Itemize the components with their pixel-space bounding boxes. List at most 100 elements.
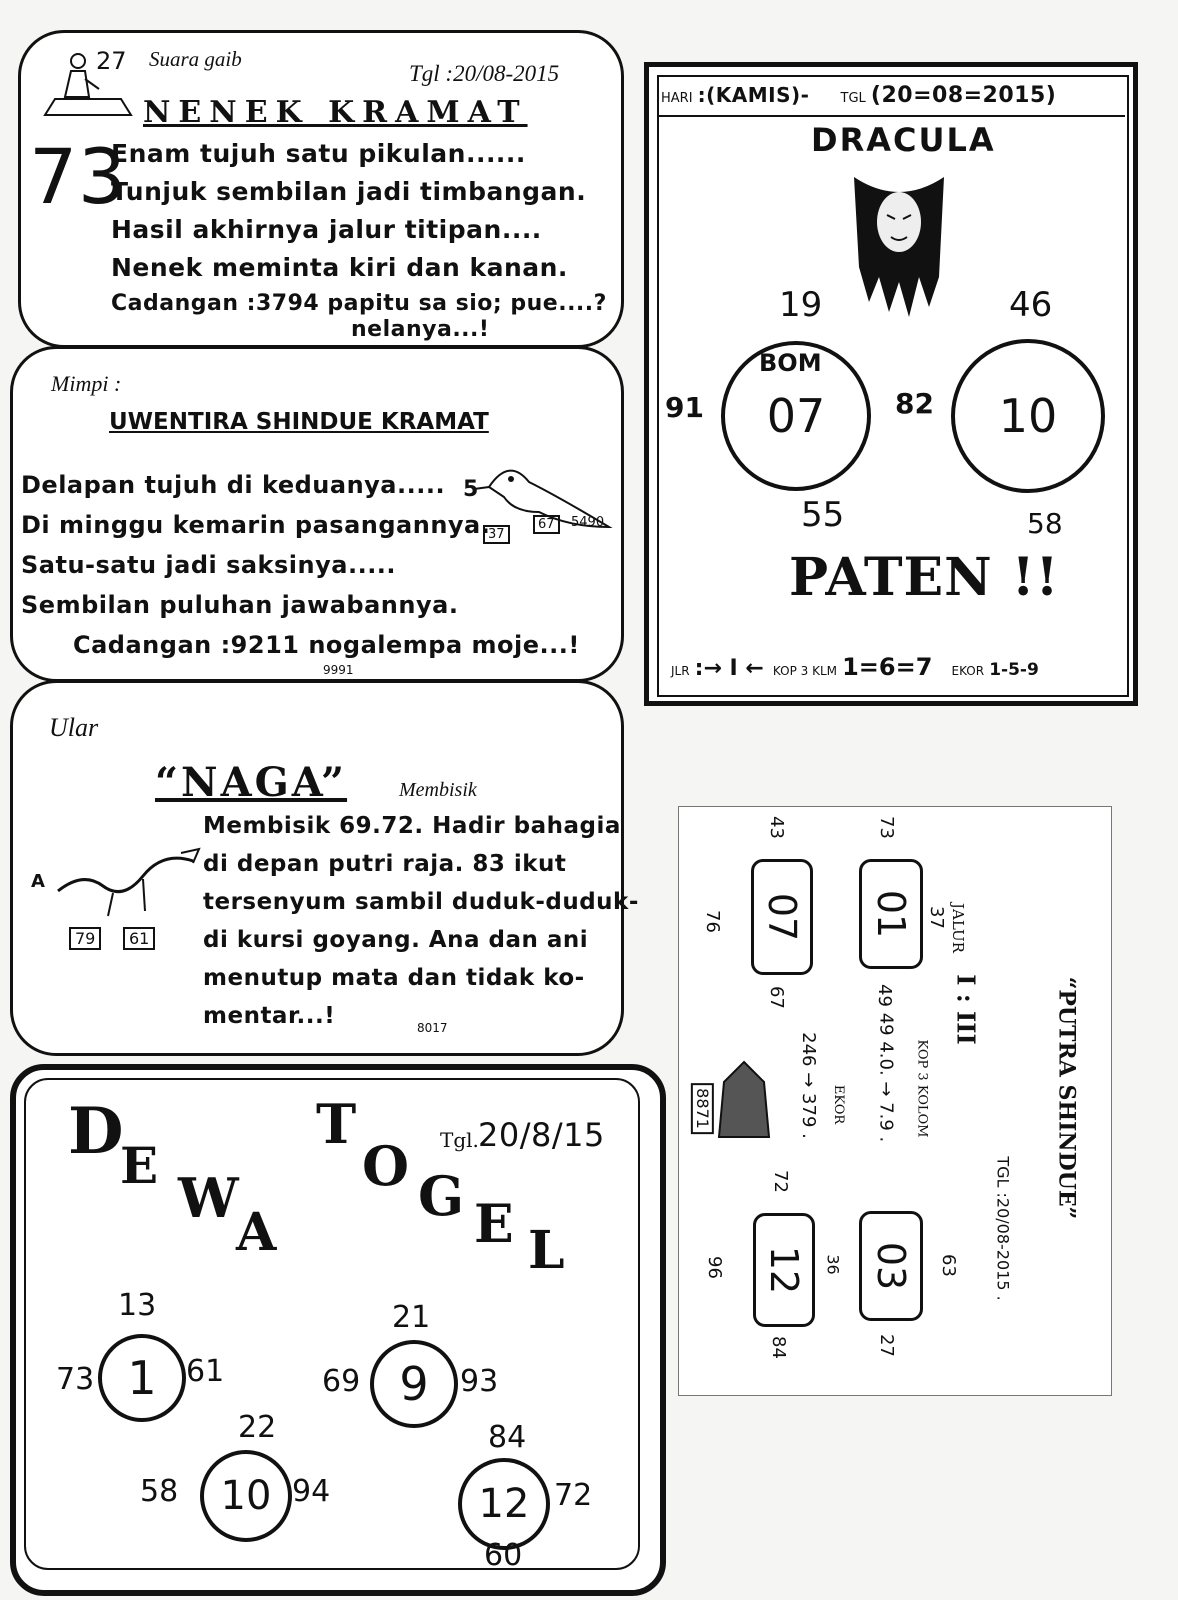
dewa-g2-right: 93 <box>460 1364 499 1399</box>
naga-line-5: menutup mata dan tidak ko- <box>203 965 585 991</box>
putra-box-2-n2: 49 <box>873 984 895 1007</box>
putra-box-2-value: 01 <box>868 889 913 939</box>
nenek-line-2: Tunjuk sembilan jadi timbangan. <box>111 177 587 206</box>
dracula-panel: HARI :(KAMIS)- TGL (20=08=2015) DRACULA … <box>644 62 1138 706</box>
bird-number-2: 37 <box>483 525 510 544</box>
dewa-g1-circle: 1 <box>98 1334 186 1422</box>
naga-line-1: Membisik 69.72. Hadir bahagia <box>203 813 621 839</box>
dewa-g1-center: 1 <box>127 1351 157 1405</box>
nenek-title: NENEK KRAMAT <box>143 95 528 130</box>
naga-line-3: tersenyum sambil duduk-duduk- <box>203 889 639 915</box>
dewa-letter-a: A <box>236 1202 277 1263</box>
hari-label: HARI <box>661 91 693 106</box>
dewa-g4-circle: 12 <box>458 1458 550 1550</box>
dracula-footer: JLR :→ I ← KOP 3 KLM 1=6=7 EKOR 1-5-9 <box>671 653 1039 681</box>
kop-value: 1=6=7 <box>842 653 933 681</box>
nenek-verse: Enam tujuh satu pikulan...... Tunjuk sem… <box>111 139 611 329</box>
uwentira-line-4: Sembilan puluhan jawabannya. <box>21 591 459 619</box>
nenek-line-4: Nenek meminta kiri dan kanan. <box>111 253 568 282</box>
putra-box-4: 03 <box>859 1211 923 1321</box>
putra-box-1-n1: 43 <box>765 816 787 839</box>
left-circle-center: 07 <box>766 389 826 443</box>
nenek-signature: nelanya...! <box>351 317 490 342</box>
dewa-letter-d: D <box>68 1094 124 1169</box>
uwentira-cadangan: Cadangan :9211 nogalempa moje...! <box>73 631 580 659</box>
dewa-g4-right: 72 <box>554 1478 593 1513</box>
nenek-big-digits: 73 <box>29 132 127 221</box>
dewa-g2-left: 69 <box>322 1364 361 1399</box>
dewa-togel-frame: D E W A T O G E L Tgl. 20/8/15 13 73 1 6… <box>10 1064 666 1596</box>
dracula-header: HARI :(KAMIS)- TGL (20=08=2015) <box>661 83 1056 108</box>
dracula-title: DRACULA <box>811 121 996 159</box>
togel-letter-o: O <box>362 1134 410 1198</box>
putra-box-3: 12 <box>753 1213 815 1327</box>
putra-box-4-n2: 27 <box>875 1334 897 1357</box>
ekor-value: 1-5-9 <box>989 660 1039 680</box>
dewa-g4-top: 84 <box>488 1420 527 1455</box>
dewa-g1-left: 73 <box>56 1362 95 1397</box>
meditating-figure-icon <box>43 47 133 121</box>
putra-shindue-panel: “PUTRA SHINDUE” TGL :20/08-2015 . JALUR … <box>678 806 1112 1396</box>
wayang-figure-icon <box>709 1057 779 1151</box>
nenek-badge-number: 27 <box>96 47 127 75</box>
dewa-g3-top: 22 <box>238 1410 277 1445</box>
kop-3-kolom-label: KOP 3 KOLOM <box>914 1039 930 1138</box>
putra-box-3-n2: 84 <box>767 1336 789 1359</box>
dewa-g1-right: 61 <box>186 1354 225 1389</box>
dragon-icon <box>53 831 203 925</box>
dewa-g1-top: 13 <box>118 1288 157 1323</box>
putra-box-3-n1: 72 <box>769 1170 791 1193</box>
putra-box-3-value: 12 <box>761 1245 806 1295</box>
dewa-g3-right: 94 <box>292 1474 331 1509</box>
putra-box-2-n1: 73 <box>875 816 897 839</box>
naga-badge-2: 61 <box>123 927 156 950</box>
dewa-g3-left: 58 <box>140 1474 179 1509</box>
tgl-value: (20=08=2015) <box>870 83 1057 108</box>
togel-letter-g: G <box>418 1164 465 1228</box>
putra-title: “PUTRA SHINDUE” <box>1053 976 1080 1220</box>
uwentira-title: UWENTIRA SHINDUE KRAMAT <box>109 409 489 435</box>
putra-box-1-value: 07 <box>759 892 804 942</box>
putra-date: TGL :20/08-2015 . <box>993 1156 1013 1301</box>
jalur-value: I : III <box>951 974 981 1045</box>
dewa-g2-circle: 9 <box>370 1340 458 1428</box>
bird-number-1: 5 <box>463 477 479 502</box>
dewa-letter-e: E <box>120 1136 159 1195</box>
putra-badge: 8871 <box>690 1083 714 1134</box>
putra-box-4-n1: 36 <box>823 1254 843 1275</box>
uwentira-line-2: Di minggu kemarin pasangannya. <box>21 511 491 539</box>
naga-line-4: di kursi goyang. Ana dan ani <box>203 927 589 953</box>
naga-sig-number: 8017 <box>417 1021 448 1035</box>
nenek-line-3: Hasil akhirnya jalur titipan.... <box>111 215 542 244</box>
right-circle: 10 <box>951 339 1105 493</box>
naga-card: Ular “NAGA” Membisik A 79 61 Membisik 69… <box>10 680 638 1056</box>
uwentira-label: Mimpi : <box>51 371 122 396</box>
right-circle-top: 46 <box>1009 285 1053 325</box>
naga-letter: A <box>31 871 46 892</box>
ekor-label: EKOR <box>951 664 985 678</box>
naga-verse: Membisik 69.72. Hadir bahagia di depan p… <box>203 813 638 1043</box>
right-circle-center: 10 <box>998 389 1058 443</box>
jlr-value: :→ I ← <box>694 656 764 681</box>
nenek-line-1: Enam tujuh satu pikulan...... <box>111 139 526 168</box>
togel-letter-e: E <box>474 1194 514 1255</box>
right-circle-left: 82 <box>895 387 934 420</box>
left-circle-label: BOM <box>759 349 822 377</box>
uwentira-sig-number: 9991 <box>323 663 354 677</box>
dewa-g4-bottom: 60 <box>484 1538 523 1573</box>
tgl-label: TGL <box>840 91 866 106</box>
jalur-label: JALUR <box>948 903 967 953</box>
dewa-g3-circle: 10 <box>200 1450 292 1542</box>
naga-badge-1: 79 <box>69 927 102 950</box>
putra-box-2: 01 <box>859 859 923 969</box>
naga-title: “NAGA” <box>155 759 348 806</box>
left-circle-top: 19 <box>779 285 823 325</box>
putra-box-1: 07 <box>751 859 813 975</box>
putra-box-1-n3: 76 <box>701 910 723 933</box>
dewa-g2-center: 9 <box>399 1357 429 1411</box>
putra-box-4-n3: 63 <box>937 1254 959 1277</box>
dewa-g4-center: 12 <box>478 1481 530 1527</box>
kop-label: KOP 3 KLM <box>772 664 837 678</box>
togel-letter-t: T <box>316 1092 357 1156</box>
putra-box-4-value: 03 <box>868 1241 913 1291</box>
